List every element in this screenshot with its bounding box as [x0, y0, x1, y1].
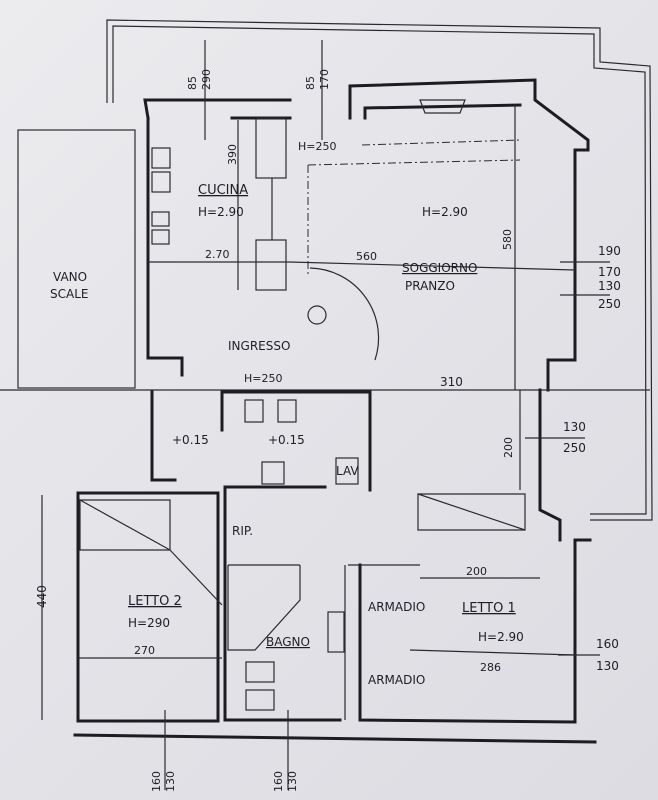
window-label-kitchen-b: 85 170 [304, 69, 331, 90]
window-label-kitchen-a: 85 290 [186, 69, 213, 90]
dimension-label: 560 [356, 250, 377, 263]
room-label-armadio: ARMADIO [368, 600, 425, 614]
dimension-label: 130 [563, 420, 586, 434]
room-label-bagno: BAGNO [266, 635, 310, 649]
dimension-label: 200 [502, 437, 515, 458]
dimension-label: 130 [286, 771, 299, 792]
dimension-label: 286 [480, 661, 501, 674]
room-label-letto2: LETTO 2 [128, 594, 182, 609]
room-label-rip: RIP. [232, 524, 253, 538]
height-label: H=2.90 [198, 205, 244, 219]
dimension-label: 170 [318, 69, 331, 90]
stove-icon [151, 211, 170, 227]
height-label: H=250 [298, 140, 336, 153]
dimension-label: 310 [440, 375, 463, 389]
room-label-ingresso: INGRESSO [228, 339, 290, 353]
height-label: H=250 [244, 372, 282, 385]
height-label: H=2.90 [422, 205, 468, 219]
room-label-soggiorno: SOGGIORNO [402, 261, 477, 275]
stairwell-area [17, 129, 136, 389]
dimension-label: 2.70 [205, 248, 230, 261]
room-label-scale: SCALE [50, 287, 88, 301]
dimension-label: 160 [596, 637, 619, 651]
window-label-bed2: 160 130 [150, 771, 177, 792]
dimension-label: 160 [272, 771, 285, 792]
fixtures [79, 99, 526, 711]
dimension-label: 270 [134, 644, 155, 657]
dimension-label: 200 [466, 565, 487, 578]
dimension-label: 250 [563, 441, 586, 455]
room-label-cucina: CUCINA [198, 183, 248, 198]
dimension-label: 85 [304, 76, 317, 90]
room-label-letto1: LETTO 1 [462, 601, 516, 616]
room-label-vano: VANO [53, 270, 87, 284]
dimension-label: 170 [598, 265, 621, 279]
terrace-outline [106, 19, 653, 521]
walls [0, 78, 650, 744]
dimension-label: 160 [150, 771, 163, 792]
dimension-label: 250 [598, 297, 621, 311]
dimension-label: 130 [164, 771, 177, 792]
dimension-label: 440 [35, 585, 49, 608]
room-label-pranzo: PRANZO [405, 279, 455, 293]
dimension-label: 85 [186, 76, 199, 90]
dimension-label: 130 [598, 279, 621, 293]
room-label-lav: LAV [336, 464, 359, 478]
window-label-bath: 160 130 [272, 771, 299, 792]
dimension-label: 130 [596, 659, 619, 673]
door-swing-arc [309, 267, 380, 361]
dimension-label: 390 [226, 144, 239, 165]
level-label: +0.15 [172, 433, 209, 447]
dimension-label: 580 [501, 229, 514, 250]
column-icon [307, 305, 327, 325]
height-label: H=290 [128, 616, 170, 630]
dimension-label: 290 [200, 69, 213, 90]
dimension-lines [41, 40, 610, 790]
dimension-label: 190 [598, 244, 621, 258]
height-label: H=2.90 [478, 630, 524, 644]
room-label-armadio: ARMADIO [368, 673, 425, 687]
level-label: +0.15 [268, 433, 305, 447]
